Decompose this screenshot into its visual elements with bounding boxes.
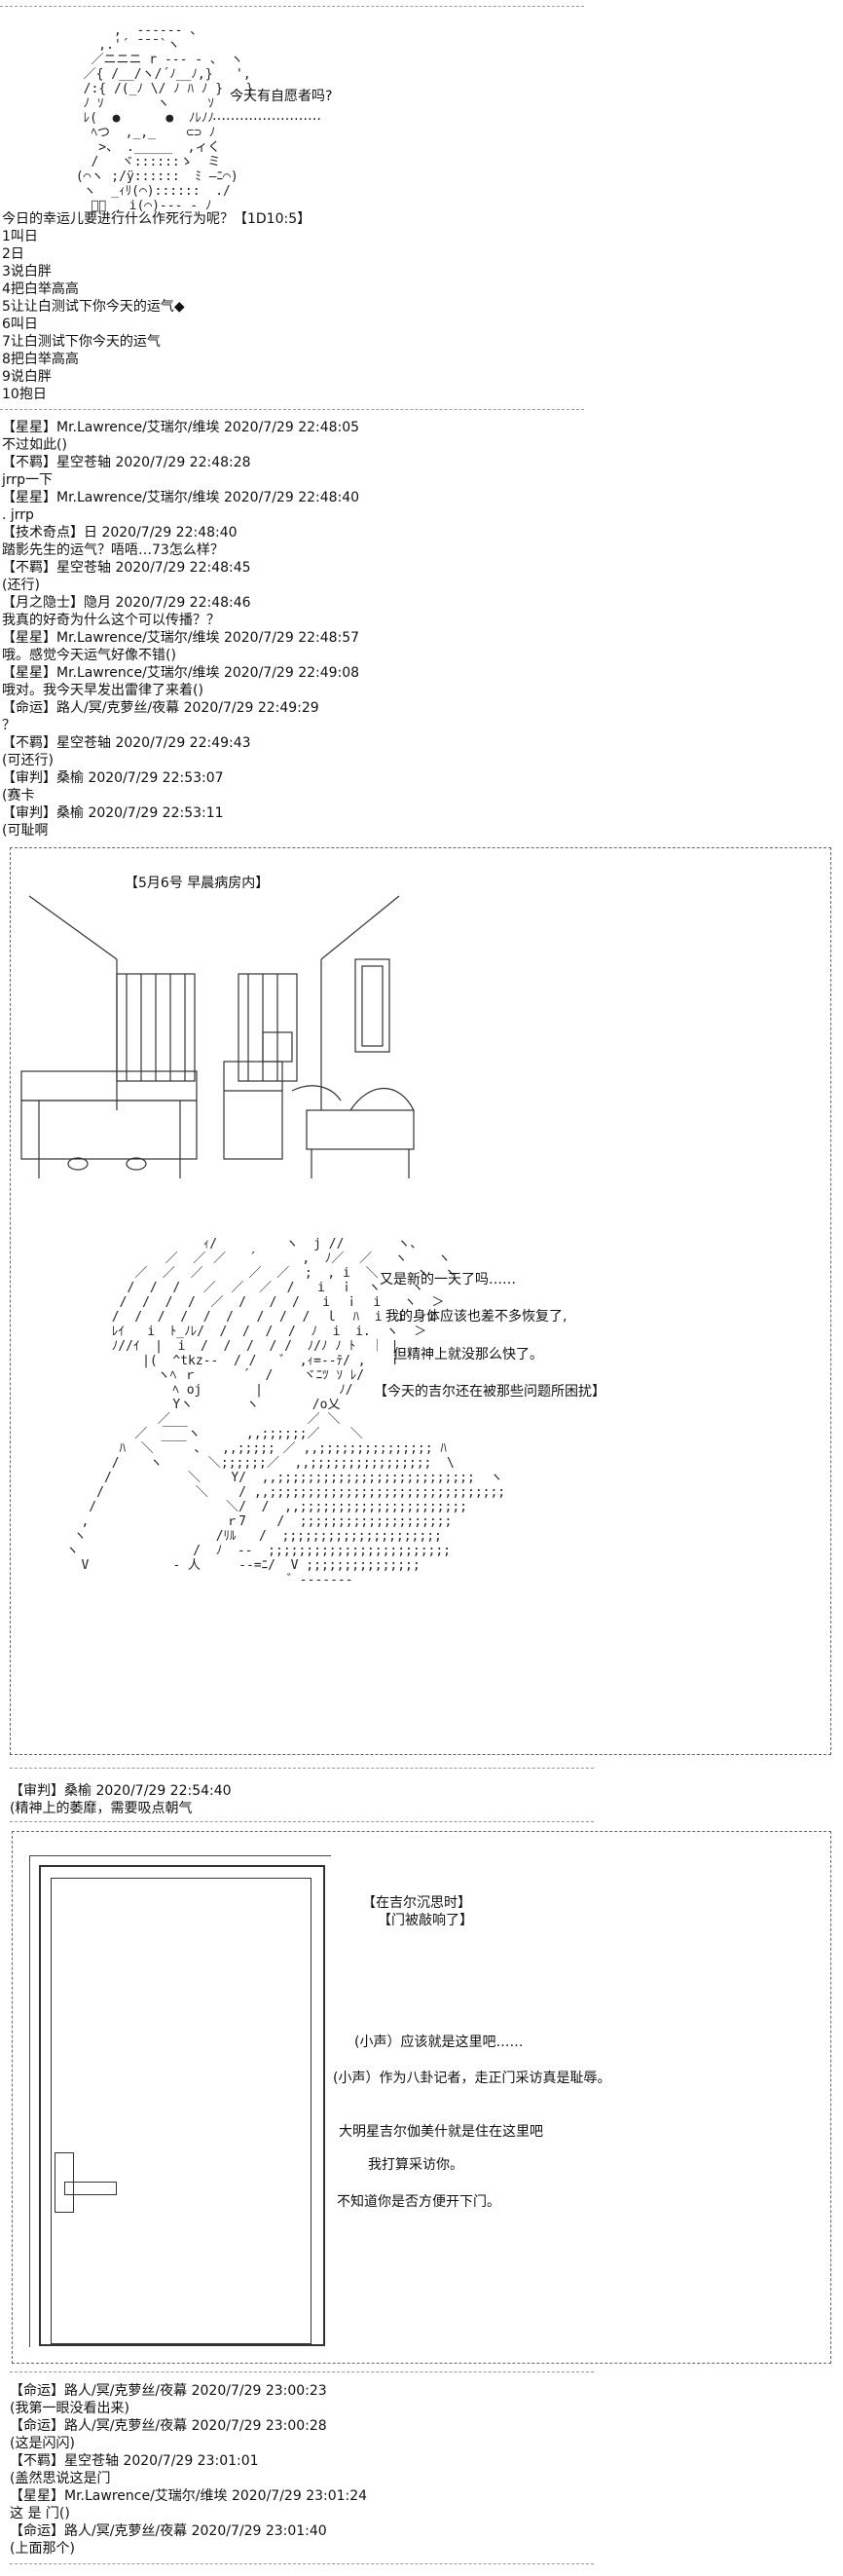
log-line: 【不羁】星空苍轴 2020/7/29 22:48:28 <box>2 455 251 470</box>
log-line: 【星星】Mr.Lawrence/艾瑞尔/维埃 2020/7/29 23:01:2… <box>10 2488 368 2504</box>
separator <box>0 6 584 7</box>
separator <box>10 1821 594 1822</box>
log-line: 哦对。我今天早发出雷律了来着() <box>2 683 203 698</box>
option-item: 4把白举高高 <box>2 281 79 297</box>
log-line: 【命运】路人/冥/克萝丝/夜幕 2020/7/29 22:49:29 <box>2 700 319 716</box>
option-item: 7让白测试下你今天的运气 <box>2 334 161 350</box>
door-edge <box>29 1855 30 2347</box>
log-line: 【星星】Mr.Lawrence/艾瑞尔/维埃 2020/7/29 22:48:0… <box>2 420 360 435</box>
log-line: 【命运】路人/冥/克萝丝/夜幕 2020/7/29 23:00:28 <box>10 2418 327 2434</box>
option-item: 5让让白测试下你今天的运气◆ <box>2 299 185 315</box>
log-line: 【审判】桑榆 2020/7/29 22:53:07 <box>2 770 224 786</box>
log-line: (盖然思说这是门 <box>10 2471 111 2486</box>
log-line: (可还行) <box>2 753 54 768</box>
log-line: 【星星】Mr.Lawrence/艾瑞尔/维埃 2020/7/29 22:48:5… <box>2 630 360 646</box>
scene2-line5: 不知道你是否方便开下门。 <box>337 2194 500 2210</box>
scene-frame <box>10 847 831 1755</box>
log-line: 这 是 门() <box>10 2506 70 2521</box>
log-line: (这是闪闪) <box>10 2436 75 2451</box>
scene1-line4: 【今天的吉尔还在被那些问题所困扰】 <box>374 1384 605 1400</box>
option-item: 10抱日 <box>2 387 47 402</box>
option-item: 2日 <box>2 246 24 262</box>
log-line: 【审判】桑榆 2020/7/29 22:54:40 <box>10 1783 232 1799</box>
log-line: (精神上的萎靡，需要吸点朝气 <box>10 1801 193 1816</box>
log-line: (我第一眼没看出来) <box>10 2401 129 2416</box>
scene1-line1: 又是新的一天了吗…… <box>380 1272 516 1288</box>
log-line: (赛卡 <box>2 788 35 803</box>
intro-bubble: 今天有自愿者吗? <box>230 89 333 104</box>
intro-question: 今日的幸运儿要进行什么作死行为呢？【1D10:5】 <box>2 211 312 227</box>
log-line: 【命运】路人/冥/克萝丝/夜幕 2020/7/29 23:00:23 <box>10 2383 327 2399</box>
log-line: (可耻啊 <box>2 823 49 839</box>
log-line: jrrp一下 <box>2 472 54 488</box>
option-item: 1叫日 <box>2 229 38 244</box>
log-line: . jrrp <box>2 507 34 523</box>
log-line: 【技术奇点】日 2020/7/29 22:48:40 <box>2 525 238 541</box>
intro-dots: …………………… <box>212 108 321 124</box>
separator <box>0 409 584 410</box>
scene2-line3: 大明星吉尔伽美什就是住在这里吧 <box>339 2124 543 2140</box>
scene1-line3: 但精神上就没那么快了。 <box>393 1347 543 1363</box>
scene-frame <box>12 1831 831 2364</box>
separator <box>10 2371 594 2372</box>
scene2-caption2: 【门被敲响了】 <box>378 1913 473 1928</box>
log-line: 【星星】Mr.Lawrence/艾瑞尔/维埃 2020/7/29 22:48:4… <box>2 490 360 505</box>
scene-caption: 【5月6号 早晨病房内】 <box>125 876 270 891</box>
log-line: 【命运】路人/冥/克萝丝/夜幕 2020/7/29 23:01:40 <box>10 2523 327 2539</box>
separator <box>10 2563 594 2564</box>
door <box>39 1865 325 2346</box>
door-top <box>29 1855 331 1856</box>
scene2-line4: 我打算采访你。 <box>368 2157 463 2173</box>
scene2-caption1: 【在吉尔沉思时】 <box>362 1895 471 1911</box>
log-line: 【不羁】星空苍轴 2020/7/29 23:01:01 <box>10 2453 259 2469</box>
log-line: 【星星】Mr.Lawrence/艾瑞尔/维埃 2020/7/29 22:49:0… <box>2 665 360 681</box>
log-line: 【审判】桑榆 2020/7/29 22:53:11 <box>2 805 224 821</box>
log-line: 【不羁】星空苍轴 2020/7/29 22:49:43 <box>2 735 251 751</box>
option-item: 8把白举高高 <box>2 352 79 367</box>
log-line: 不过如此() <box>2 437 67 453</box>
log-line: (上面那个) <box>10 2541 75 2557</box>
character-art: ｨ/ ヽ j // ヽ、 ／ ／ ／ ´ , ﾉ／ ／ ヽ ヽ ／ ／ ／ ／ … <box>65 1237 506 1587</box>
log-line: 我真的好奇为什么这个可以传播？？ <box>2 613 220 628</box>
log-line: 【月之隐士】隐月 2020/7/29 22:48:46 <box>2 595 251 611</box>
room-illustration <box>20 895 415 1178</box>
option-item: 6叫日 <box>2 317 38 332</box>
log-line: 踏影先生的运气？唔唔…73怎么样？ <box>2 542 224 558</box>
log-line: 【不羁】星空苍轴 2020/7/29 22:48:45 <box>2 560 251 576</box>
log-line: ？ <box>2 718 16 733</box>
option-item: 3说白胖 <box>2 264 52 280</box>
scene2-line1: (小声）应该就是这里吧…… <box>354 2035 524 2050</box>
separator <box>10 1768 594 1769</box>
scene1-line2: 我的身体应该也差不多恢复了, <box>385 1309 568 1325</box>
door-handle-lever[interactable] <box>64 2182 117 2195</box>
log-line: 哦。感觉今天运气好像不错() <box>2 648 176 663</box>
option-item: 9说白胖 <box>2 369 52 385</box>
log-line: (还行) <box>2 578 40 593</box>
door-inner <box>51 1878 312 2344</box>
scene2-line2: (小声）作为八卦记者，走正门采访真是耻辱。 <box>333 2071 611 2086</box>
ascii-mascot: , ‐‐‐‐‐‐ 、 ,.'´ ̄ ̄ ̄ `ヽ ／ニニニ r ‐‐‐ ‐ 、 … <box>75 23 254 213</box>
door-handle[interactable] <box>55 2152 74 2213</box>
